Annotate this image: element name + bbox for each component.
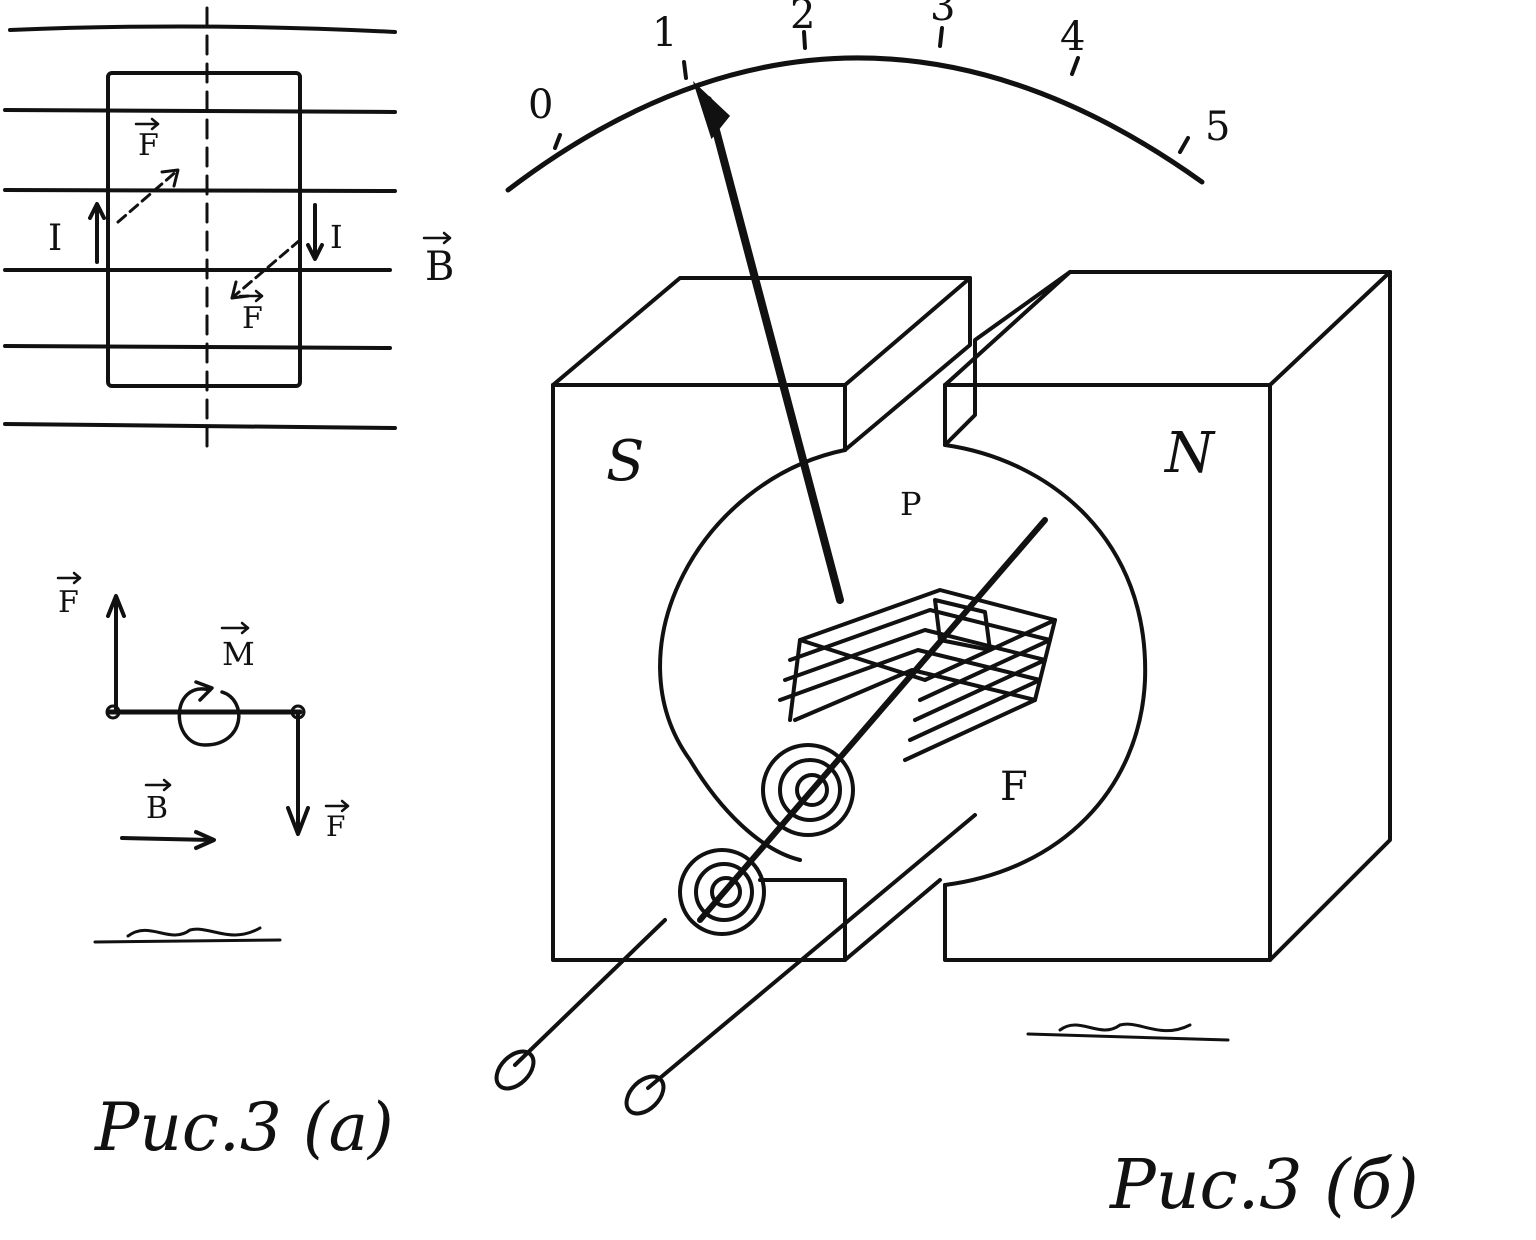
- force-arrow-top: [116, 168, 180, 224]
- scale-label-0: 0: [528, 82, 553, 128]
- pivot-left: [105, 704, 121, 720]
- scale-label-5: 5: [1205, 104, 1230, 150]
- force-up-arrowhead: [106, 594, 126, 618]
- scale-label-2: 2: [790, 0, 815, 38]
- current-arrowhead-right: [306, 243, 324, 261]
- torque-curl: [177, 687, 241, 747]
- figure-b-galvanometer: 0 1 2 3 4 5: [494, 0, 1392, 1116]
- label-p: P: [900, 485, 922, 523]
- vector-overbars: [134, 117, 452, 303]
- label-f-magnet: F: [1000, 764, 1028, 810]
- label-field-b: B: [425, 244, 454, 290]
- field-lines: [3, 24, 397, 430]
- label-field-b-bottom: B: [146, 791, 168, 826]
- caption-figure-a: Рис.3 (а): [94, 1089, 394, 1166]
- scale-label-1: 1: [652, 10, 677, 56]
- caption-figure-b: Рис.3 (б): [1108, 1146, 1419, 1225]
- label-force-bottom: F: [242, 301, 263, 336]
- figure-a-torque: F M F B: [56, 571, 350, 944]
- figure-a-loop: I I B F F: [3, 6, 454, 457]
- label-pole-s: S: [606, 429, 644, 494]
- pole-cutout: [658, 443, 1148, 887]
- label-force-down: F: [326, 810, 345, 843]
- force-arrowhead-top: [160, 168, 180, 188]
- magnet-pole-n: [943, 270, 1392, 962]
- scale-labels: 0 1 2 3 4 5: [528, 0, 1230, 150]
- coil-shaft: [697, 517, 1048, 923]
- pointer-tip: [692, 80, 731, 140]
- magnet-pole-s: [551, 276, 972, 962]
- current-arrowhead-left: [88, 202, 106, 220]
- force-arrow-bottom: [230, 238, 302, 300]
- field-b-arrow: [120, 836, 214, 842]
- vector-overbars-torque: [56, 571, 350, 813]
- force-down-arrowhead: [286, 806, 310, 836]
- pointer-needle: [704, 96, 844, 604]
- hair-springs: [678, 743, 855, 936]
- scale-ticks: [553, 26, 1190, 154]
- label-force-top: F: [138, 128, 159, 163]
- torque-curl-arrowhead: [194, 680, 214, 702]
- field-b-arrowhead: [194, 830, 216, 850]
- current-loop: [106, 71, 302, 388]
- label-moment: M: [222, 635, 255, 673]
- scale-label-3: 3: [930, 0, 955, 30]
- signature-scribble-a: [93, 926, 282, 944]
- label-force-up: F: [58, 585, 79, 620]
- lead-wires: [494, 813, 977, 1116]
- scale-arc: [505, 55, 1205, 193]
- signature-scribble-b: [1026, 1022, 1230, 1042]
- label-pole-n: N: [1163, 421, 1216, 486]
- moving-coil: [778, 588, 1057, 762]
- label-current-right: I: [330, 218, 343, 256]
- label-current-left: I: [48, 218, 62, 259]
- scale-label-4: 4: [1060, 14, 1085, 60]
